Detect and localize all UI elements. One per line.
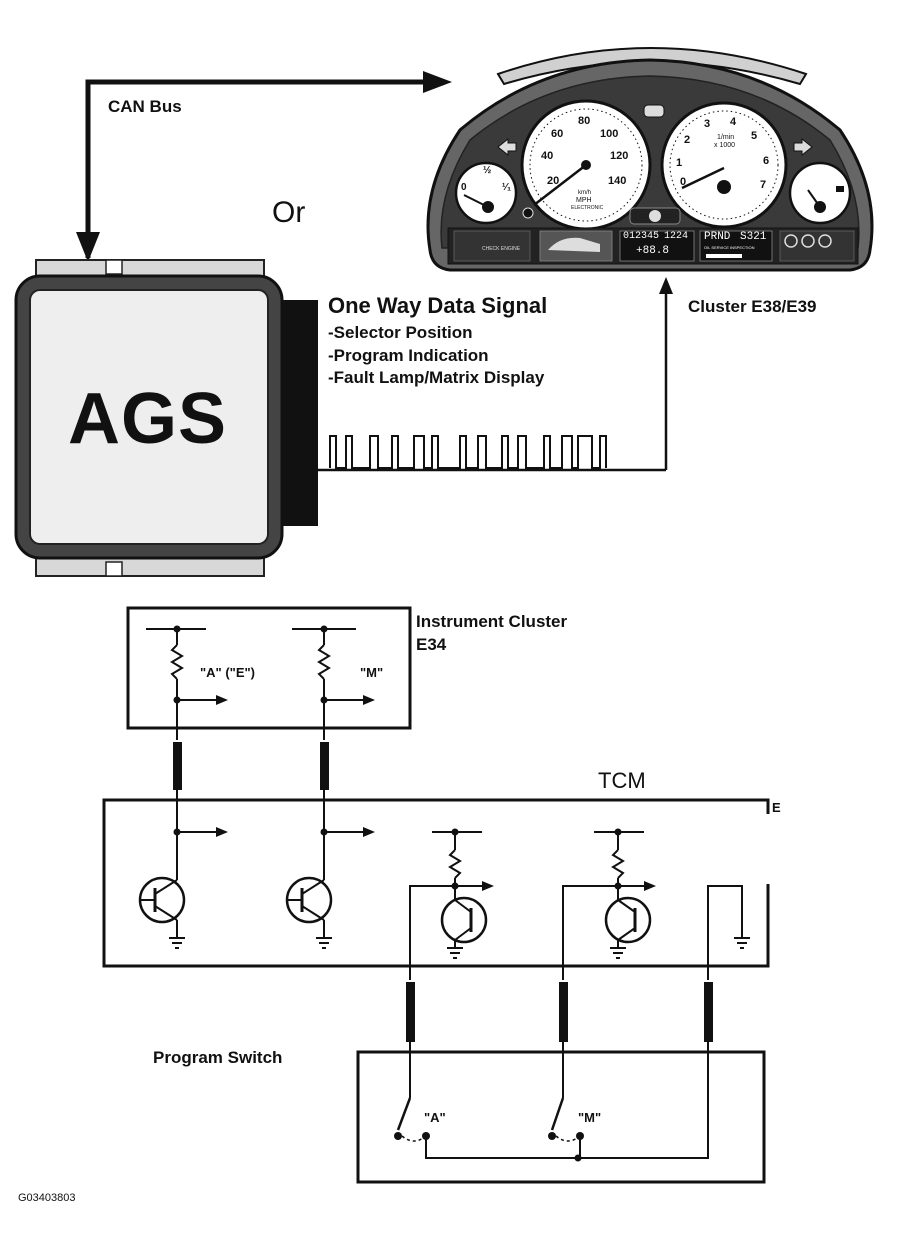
fuel-tick-half: ½ xyxy=(483,165,492,176)
or-label: Or xyxy=(272,196,306,229)
ags-module xyxy=(14,259,318,577)
speedo-unit: MPH xyxy=(576,197,592,204)
tacho-tick-4: 4 xyxy=(730,116,737,128)
signal-item-fault: -Fault Lamp/Matrix Display xyxy=(328,368,545,387)
speedo-tick-120: 120 xyxy=(610,150,629,162)
can-bus-label: CAN Bus xyxy=(108,97,182,116)
speedo-sub: ELECTRONIC xyxy=(571,205,604,211)
instrument-cluster-label: Instrument Cluster xyxy=(416,612,568,631)
signal-item-program: -Program Indication xyxy=(328,346,489,365)
fuel-tick-full: ¹⁄₁ xyxy=(502,182,512,193)
speedo-tick-40: 40 xyxy=(541,150,554,162)
tacho-tick-6: 6 xyxy=(763,155,770,167)
speedo-tick-140: 140 xyxy=(608,175,627,187)
figure-id: G03403803 xyxy=(18,1192,76,1204)
tacho-tick-0: 0 xyxy=(680,176,687,188)
speedo-kmh: km/h xyxy=(578,190,592,196)
speedo-tick-80: 80 xyxy=(578,115,591,127)
temp-readout: +88.8 xyxy=(636,245,670,257)
program-switch-box xyxy=(356,1042,766,1184)
trip-readout: 1224 xyxy=(664,231,689,242)
tcm-box xyxy=(102,798,770,980)
service-indicator: OIL SERVICE INSPECTION xyxy=(704,245,755,250)
one-way-signal-waveform xyxy=(318,277,673,472)
speedo-tick-60: 60 xyxy=(551,128,564,140)
odometer-readout: 012345 xyxy=(623,231,660,242)
tacho-tick-7: 7 xyxy=(760,179,767,191)
cluster-e38-label: Cluster E38/E39 xyxy=(688,297,817,316)
tacho-tick-1: 1 xyxy=(676,157,683,169)
tacho-tick-5: 5 xyxy=(751,130,758,142)
speedo-tick-20: 20 xyxy=(547,175,560,187)
speedo-tick-100: 100 xyxy=(600,128,619,140)
instrument-cluster-e34 xyxy=(126,606,412,740)
ags-label: AGS xyxy=(68,379,228,459)
m-signal-label: "M" xyxy=(360,665,384,680)
tcm-switch-connectors xyxy=(406,982,713,1042)
check-engine-label: CHECK ENGINE xyxy=(482,246,521,252)
tacho-unit: 1/min xyxy=(717,134,735,141)
e34-label: E34 xyxy=(416,635,447,654)
a-e-signal-label: "A" ("E") xyxy=(200,665,255,680)
gear-indicator: PRND xyxy=(704,231,731,243)
tacho-mult: x 1000 xyxy=(714,142,736,149)
can-bus-line xyxy=(76,71,452,262)
tacho-tick-2: 2 xyxy=(684,134,691,146)
tacho-tick-3: 3 xyxy=(704,118,711,130)
a-switch-label: "A" xyxy=(424,1110,446,1125)
signal-item-selector: -Selector Position xyxy=(328,323,473,342)
instrument-cluster-e38 xyxy=(426,47,874,272)
tcm-label: TCM xyxy=(598,768,646,793)
program-switch-label: Program Switch xyxy=(153,1048,283,1067)
m-switch-label: "M" xyxy=(578,1110,602,1125)
gear-sequence: S321 xyxy=(740,231,767,243)
one-way-signal-title: One Way Data Signal xyxy=(328,293,548,318)
fuel-tick-empty: 0 xyxy=(461,182,467,193)
tcm-edge-label: E xyxy=(772,800,781,815)
